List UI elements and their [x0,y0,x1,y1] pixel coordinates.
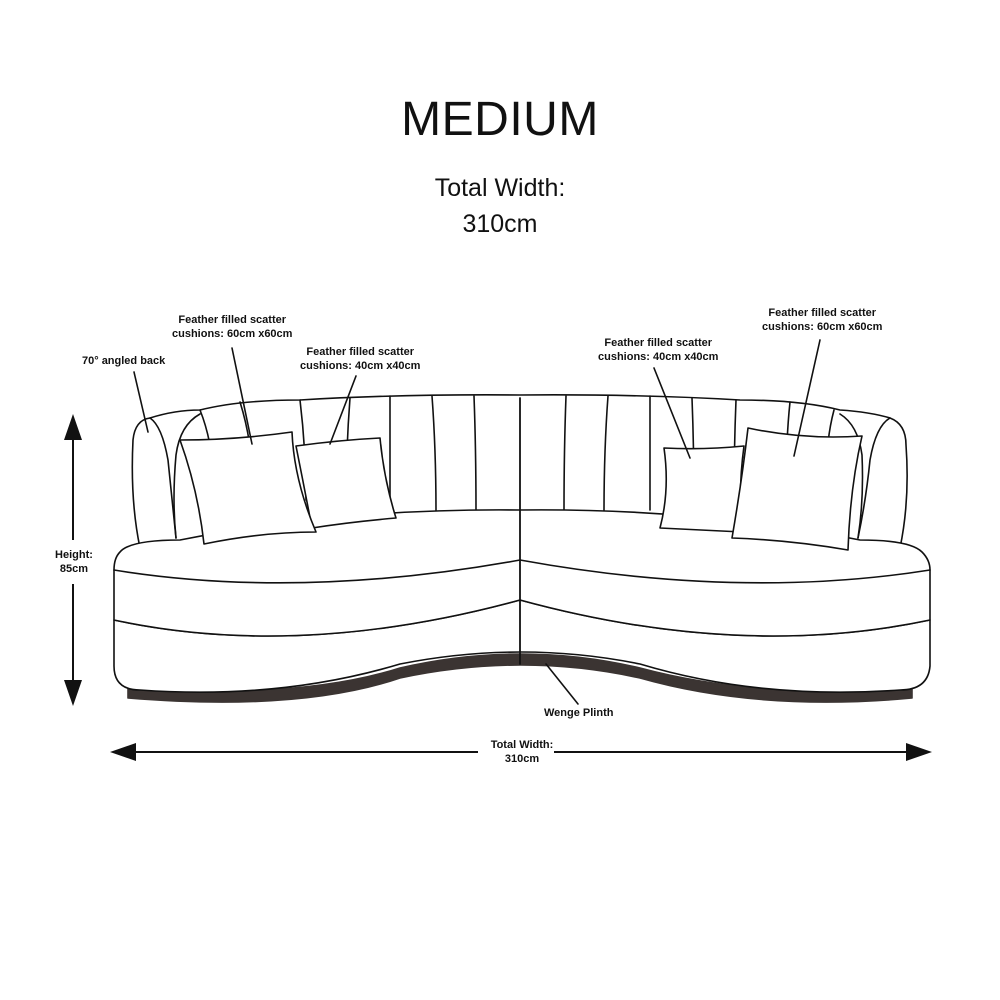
channel-tuft [473,395,477,513]
label-large-cushions-right: Feather filled scatter cushions: 60cm x6… [762,306,882,334]
wenge-plinth [127,653,913,703]
label-line: cushions: 40cm x40cm [598,351,719,363]
right-arm-inner [839,413,864,539]
total-width-heading-label: Total Width: [434,174,566,202]
leader-back-angle [133,371,149,433]
label-line: cushions: 60cm x60cm [762,321,883,333]
label-plinth: Wenge Plinth [544,707,614,719]
leader-large-cushion-right [793,339,821,457]
label-line: cushions: 40cm x40cm [300,360,421,372]
right-arm-front [857,417,891,539]
leader-small-cushion-right [653,367,691,459]
label-small-cushions-left: Feather filled scatter cushions: 40cm x4… [300,345,420,373]
leader-large-cushion-left [231,347,253,445]
channel-tuft [563,395,567,513]
large-scatter-cushion-left [179,431,317,545]
label-line: Feather filled scatter [306,346,415,358]
label-line: Feather filled scatter [768,307,877,319]
label-total-width: Total Width: 310cm [484,738,560,766]
width-value: 310cm [504,753,540,765]
label-line: Feather filled scatter [604,337,713,349]
channel-tuft [431,395,437,513]
label-height: Height: 85cm [46,548,102,576]
label-large-cushions-left: Feather filled scatter cushions: 60cm x6… [172,313,292,341]
total-width-heading-value: 310cm [462,210,538,238]
height-dimension-arrow [64,414,82,706]
leader-small-cushion-left [329,375,357,445]
label-line: cushions: 60cm x60cm [172,328,293,340]
small-scatter-cushion-right [659,445,745,533]
leader-plinth [545,663,579,705]
small-scatter-cushion-left [295,437,397,529]
total-width-heading: Total Width: 310cm [0,170,1000,242]
height-value: 85cm [59,563,89,575]
width-dimension-arrow [110,743,932,761]
large-scatter-cushion-right [731,427,863,551]
diagram-title: MEDIUM [401,93,599,146]
width-label: Total Width: [490,739,554,751]
left-arm-front [149,417,177,539]
label-back-angle: 70° angled back [82,355,166,367]
label-small-cushions-right: Feather filled scatter cushions: 40cm x4… [598,336,718,364]
channel-tuft [603,395,609,513]
label-line: Feather filled scatter [178,314,287,326]
height-label: Height: [55,549,93,561]
